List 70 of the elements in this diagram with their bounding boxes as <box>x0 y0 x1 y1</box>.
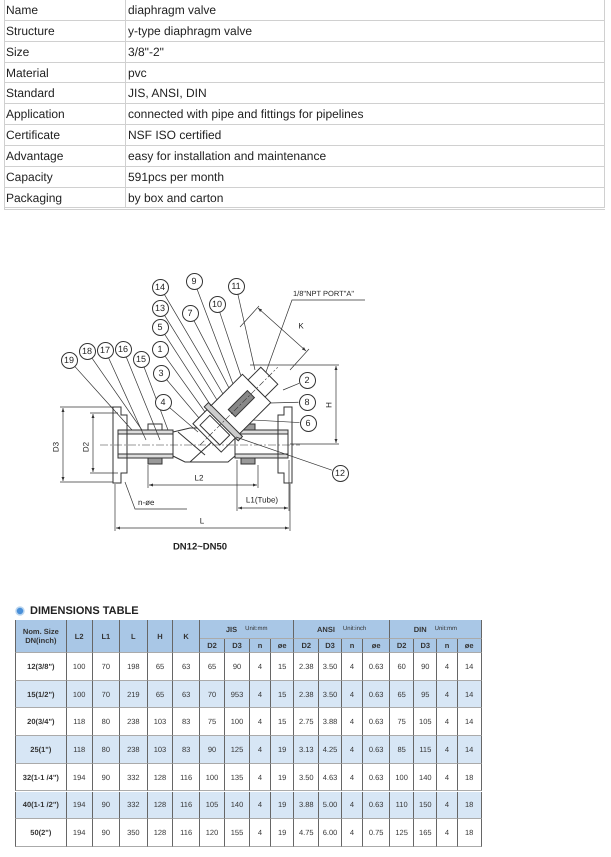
callout-number: 19 <box>60 352 78 368</box>
callout-number: 1 <box>152 340 168 358</box>
callout-number: 14 <box>152 278 168 296</box>
leader-line <box>238 294 256 370</box>
table-cell: 591pcs per month <box>126 166 605 188</box>
callout-number: 15 <box>132 350 150 368</box>
leader-line <box>164 294 224 394</box>
table-cell: diaphragm valve <box>126 0 605 21</box>
dimension-label: D3 <box>52 440 60 454</box>
leader-line <box>169 407 198 432</box>
dimension-label: L2 <box>194 474 204 482</box>
callout-number: 5 <box>152 318 168 336</box>
leader-line <box>124 482 188 510</box>
callout-number: 6 <box>300 414 316 432</box>
table-cell: JIS, ANSI, DIN <box>126 83 605 104</box>
leader-line <box>126 356 160 440</box>
callout-number: 10 <box>208 296 226 312</box>
leader-line <box>252 420 300 423</box>
table-cell: y-type diaphragm valve <box>126 20 605 42</box>
row-header: Application <box>4 104 126 126</box>
callout-number: 13 <box>152 300 168 316</box>
row-header: Certificate <box>4 125 126 146</box>
callout-number: 4 <box>154 394 172 410</box>
leader-line <box>164 314 218 400</box>
table-cell: NSF ISO certified <box>126 125 605 146</box>
callout-number: 2 <box>298 372 316 388</box>
callout-number: 17 <box>96 342 114 358</box>
callout-text: n-øe <box>138 497 154 509</box>
leader-line <box>144 366 168 430</box>
table-cell: easy for installation and maintenance <box>126 146 605 167</box>
dimension-label: L1(Tube) <box>244 496 280 504</box>
figure-caption: DN12~DN50 <box>172 542 228 552</box>
table-cell: connected with pipe and fittings for pipelines <box>126 104 605 126</box>
table-cell: by box and carton <box>126 188 605 208</box>
table-cell: pvc <box>126 62 605 84</box>
leader-line <box>164 334 212 406</box>
dimension-label: H <box>324 401 334 409</box>
leader-line <box>166 379 200 418</box>
row-header: Packaging <box>4 188 126 208</box>
callout-number: 3 <box>152 364 170 382</box>
leader-line <box>219 312 242 376</box>
leader-line <box>108 357 146 440</box>
row-header: Structure <box>4 20 126 42</box>
leader-line <box>282 382 300 390</box>
callout-number: 12 <box>332 464 348 482</box>
callout-number: 11 <box>228 278 244 294</box>
leader-line <box>236 436 332 471</box>
dimension-label: K <box>297 322 305 330</box>
dimension-label: D2 <box>82 440 90 454</box>
leader-line <box>196 288 234 384</box>
callout-number: 16 <box>114 340 132 358</box>
table-title: DIMENSIONS TABLE <box>30 604 139 618</box>
callout-number: 7 <box>182 304 198 322</box>
row-header: Capacity <box>4 166 126 188</box>
leader-line <box>194 320 230 388</box>
leader-line <box>270 402 299 404</box>
leader-line <box>266 300 366 372</box>
callout-number: 9 <box>186 272 202 290</box>
row-header: Standard <box>4 83 126 104</box>
table-cell: 3/8"-2" <box>126 42 605 63</box>
leader-line <box>92 358 142 430</box>
row-header: Material <box>4 62 126 84</box>
row-header: Size <box>4 42 126 63</box>
leader-line <box>164 356 206 412</box>
dimension-label: L <box>198 516 206 526</box>
row-header: Name <box>4 0 126 21</box>
leader-line <box>74 366 132 430</box>
callout-number: 8 <box>298 394 316 410</box>
callout-number: 18 <box>78 342 96 360</box>
row-header: Advantage <box>4 146 126 167</box>
